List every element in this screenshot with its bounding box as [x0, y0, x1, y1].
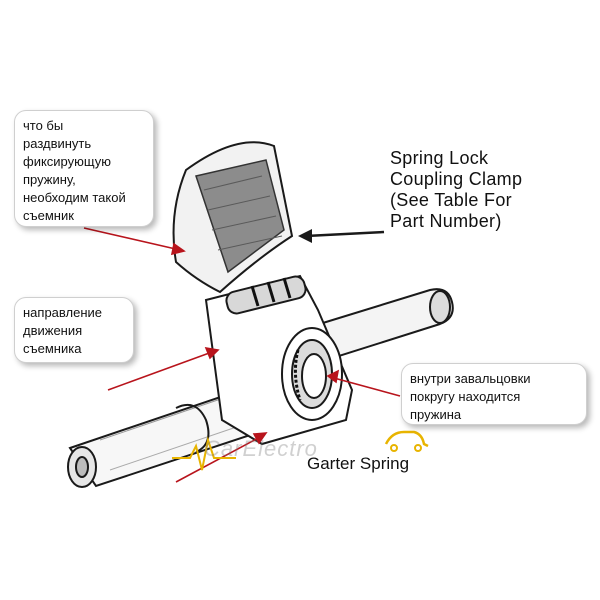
callout-spring-puller: что бы раздвинуть фиксирующую пружину, н…	[14, 110, 154, 227]
arrow-to-clamp-shell	[83, 227, 181, 251]
callout-spring-inside: внутри завальцовки покругу находится пру…	[401, 363, 587, 425]
arrow-to-spring	[333, 377, 401, 397]
spring-lock-clamp-label: Spring Lock Coupling Clamp (See Table Fo…	[390, 148, 523, 231]
watermark-text: CarElectro	[204, 436, 318, 461]
garter-spring-label: Garter Spring	[307, 454, 410, 473]
clamp-body	[172, 141, 354, 446]
clamp-pointer-arrow	[298, 229, 385, 243]
arrow-direction	[107, 351, 213, 391]
watermark-logo	[172, 430, 429, 471]
callout-puller-direction: направление движения съемника	[14, 297, 134, 363]
